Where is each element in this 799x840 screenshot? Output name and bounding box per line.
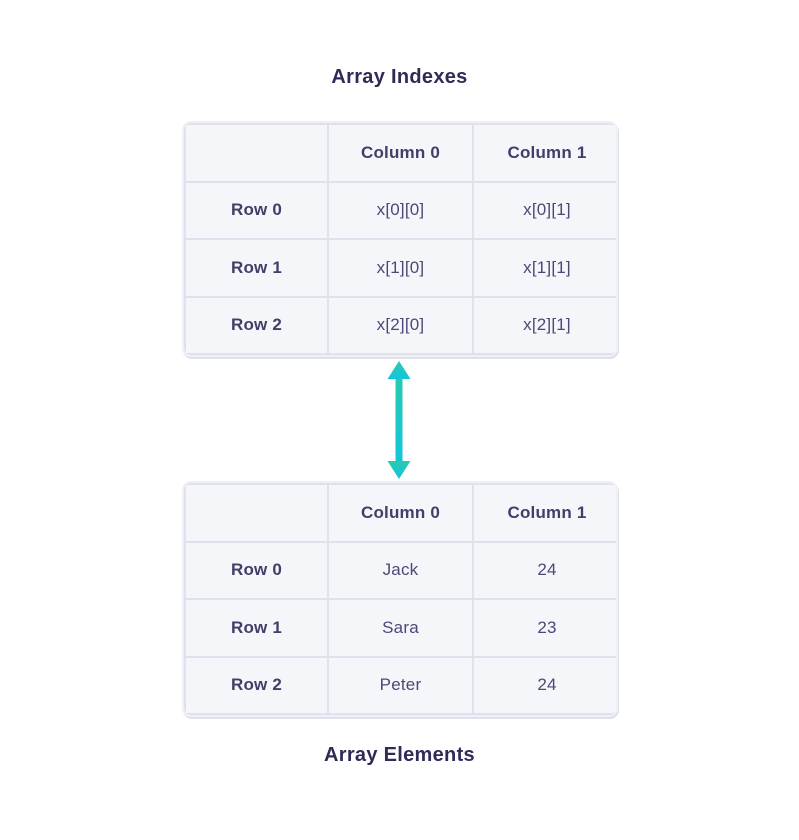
row-label: Row 0 (184, 540, 329, 600)
index-cell: x[0][0] (327, 180, 474, 240)
element-cell: 23 (472, 598, 616, 658)
column-header: Column 0 (327, 123, 474, 183)
index-cell: x[0][1] (472, 180, 616, 240)
double-arrow-icon (384, 360, 414, 480)
array-indexes-grid: Column 0 Column 1 Row 0 x[0][0] x[0][1] … (184, 123, 616, 355)
table-row: Row 0 x[0][0] x[0][1] (184, 180, 616, 240)
element-cell: 24 (472, 540, 616, 600)
index-cell: x[2][1] (472, 295, 616, 355)
column-header: Column 1 (472, 483, 616, 543)
row-label: Row 1 (184, 598, 329, 658)
row-label: Row 2 (184, 295, 329, 355)
array-elements-table: Column 0 Column 1 Row 0 Jack 24 Row 1 Sa… (182, 481, 618, 717)
column-header: Column 0 (327, 483, 474, 543)
element-cell: 24 (472, 655, 616, 715)
array-elements-grid: Column 0 Column 1 Row 0 Jack 24 Row 1 Sa… (184, 483, 616, 715)
table-row: Row 1 x[1][0] x[1][1] (184, 238, 616, 298)
index-cell: x[2][0] (327, 295, 474, 355)
row-label: Row 2 (184, 655, 329, 715)
header-row: Column 0 Column 1 (184, 123, 616, 183)
table-row: Row 2 Peter 24 (184, 655, 616, 715)
array-elements-title: Array Elements (324, 744, 475, 766)
index-cell: x[1][1] (472, 238, 616, 298)
row-label: Row 1 (184, 238, 329, 298)
corner-cell (184, 123, 329, 183)
header-row: Column 0 Column 1 (184, 483, 616, 543)
table-row: Row 0 Jack 24 (184, 540, 616, 600)
table-row: Row 2 x[2][0] x[2][1] (184, 295, 616, 355)
corner-cell (184, 483, 329, 543)
array-indexes-table: Column 0 Column 1 Row 0 x[0][0] x[0][1] … (182, 121, 618, 357)
index-cell: x[1][0] (327, 238, 474, 298)
array-indexes-title: Array Indexes (331, 66, 468, 88)
column-header: Column 1 (472, 123, 616, 183)
table-row: Row 1 Sara 23 (184, 598, 616, 658)
element-cell: Sara (327, 598, 474, 658)
row-label: Row 0 (184, 180, 329, 240)
element-cell: Jack (327, 540, 474, 600)
element-cell: Peter (327, 655, 474, 715)
